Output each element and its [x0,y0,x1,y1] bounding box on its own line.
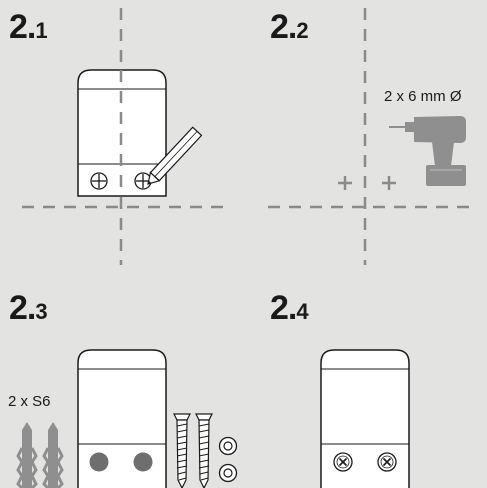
screw-icon [173,413,191,488]
wall-anchor-icon [42,422,64,488]
power-drill-icon [389,116,466,186]
mounting-hole-icon [133,452,153,472]
panel-2-1 [22,8,228,265]
panel-2-4 [320,349,410,488]
anchor-size-note: 2 x S6 [8,393,51,410]
screw-hole-mark-icon [134,172,152,190]
drill-mark-icon [382,176,396,190]
step-major: 2. [270,8,297,46]
screw-head-icon [377,452,397,472]
washer-icon [218,436,238,456]
step-major: 2. [270,289,297,327]
step-minor: 1 [35,18,48,43]
step-label-2-4: 2.4 [270,289,309,328]
wall-bracket [320,349,410,488]
step-minor: 2 [296,18,309,43]
panel-2-2 [268,8,470,265]
screw-icon [195,413,213,488]
drill-size-note: 2 x 6 mm Ø [384,88,462,105]
screw-head-icon [333,452,353,472]
step-minor: 3 [35,299,48,324]
drill-mark-icon [338,176,352,190]
step-label-2-2: 2.2 [270,8,309,47]
panel-2-3 [16,349,238,488]
wall-bracket [77,349,167,488]
pencil-icon [147,126,203,185]
step-major: 2. [9,289,36,327]
step-major: 2. [9,8,36,46]
wall-anchor-icon [16,422,38,488]
washer-icon [218,463,238,483]
step-minor: 4 [296,299,309,324]
screw-hole-mark-icon [90,172,108,190]
mounting-hole-icon [89,452,109,472]
step-label-2-3: 2.3 [9,289,48,328]
step-label-2-1: 2.1 [9,8,48,47]
